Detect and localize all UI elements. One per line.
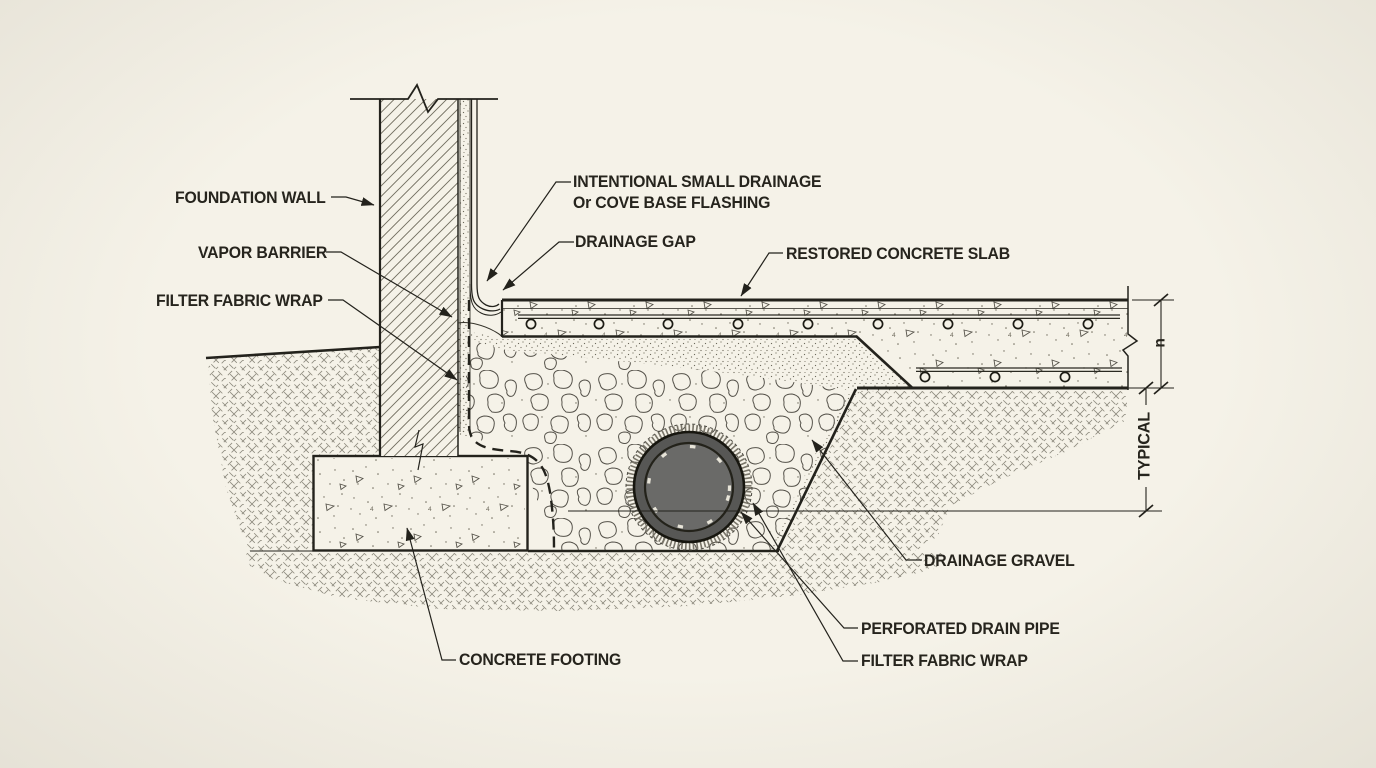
drainage-gap-leader: [502, 241, 574, 291]
label-foundation-wall: FOUNDATION WALL: [175, 188, 326, 207]
foundation-wall-shape: [350, 83, 503, 471]
label-drainage-gap: DRAINAGE GAP: [575, 232, 696, 251]
wall-bottom-break: [414, 429, 424, 471]
label-cove-flashing-line1: INTENTIONAL SMALL DRAINAGE: [573, 172, 822, 191]
leader-lines: [326, 181, 922, 662]
cove-flashing-leader: [486, 181, 571, 282]
vapor-barrier-strip: [460, 99, 470, 432]
label-dim-depth: n: [1151, 338, 1169, 348]
foundation-wall-leader: [331, 196, 375, 206]
drain-pipe-leader: [740, 511, 858, 629]
wall-top-break: [350, 83, 498, 114]
cove-flashing: [469, 99, 502, 316]
label-restored-slab: RESTORED CONCRETE SLAB: [786, 244, 1011, 263]
slab-rebar: [518, 314, 1122, 383]
restored-slab-leader: [740, 252, 783, 297]
excavation-lines: [250, 388, 858, 553]
filter-fabric-lower-leader: [752, 502, 858, 662]
filter-fabric-dashed-line: [467, 300, 556, 550]
label-dim-typical: TYPICAL: [1134, 412, 1154, 480]
label-cove-flashing: INTENTIONAL SMALL DRAINAGE Or COVE BASE …: [573, 171, 822, 213]
label-concrete-footing: CONCRETE FOOTING: [459, 650, 622, 669]
concrete-footing-shape: [312, 454, 529, 552]
grade-line: [205, 345, 381, 360]
label-filter-fabric-upper: FILTER FABRIC WRAP: [156, 291, 323, 310]
label-filter-fabric-lower: FILTER FABRIC WRAP: [861, 651, 1028, 670]
concrete-footing-leader: [405, 527, 456, 661]
pipe-fabric-wrap-ring: [626, 424, 752, 550]
dim-ticks: [1138, 293, 1169, 518]
filter-fabric-upper-leader: [328, 299, 458, 381]
drain-pipe: [625, 423, 753, 551]
drainage-gravel-leader: [811, 439, 922, 561]
vapor-barrier-leader: [326, 251, 453, 318]
slab-break-line: [1121, 286, 1139, 390]
label-cove-flashing-line2: Or COVE BASE FLASHING: [573, 193, 771, 212]
soil-left: [208, 348, 380, 551]
dimensions: [568, 293, 1174, 518]
label-perforated-drain-pipe: PERFORATED DRAIN PIPE: [861, 619, 1060, 638]
label-drainage-gravel: DRAINAGE GRAVEL: [924, 551, 1075, 570]
label-vapor-barrier: VAPOR BARRIER: [198, 243, 328, 262]
soil-bottom: [246, 553, 945, 611]
concrete-slab-shape: [500, 286, 1139, 390]
